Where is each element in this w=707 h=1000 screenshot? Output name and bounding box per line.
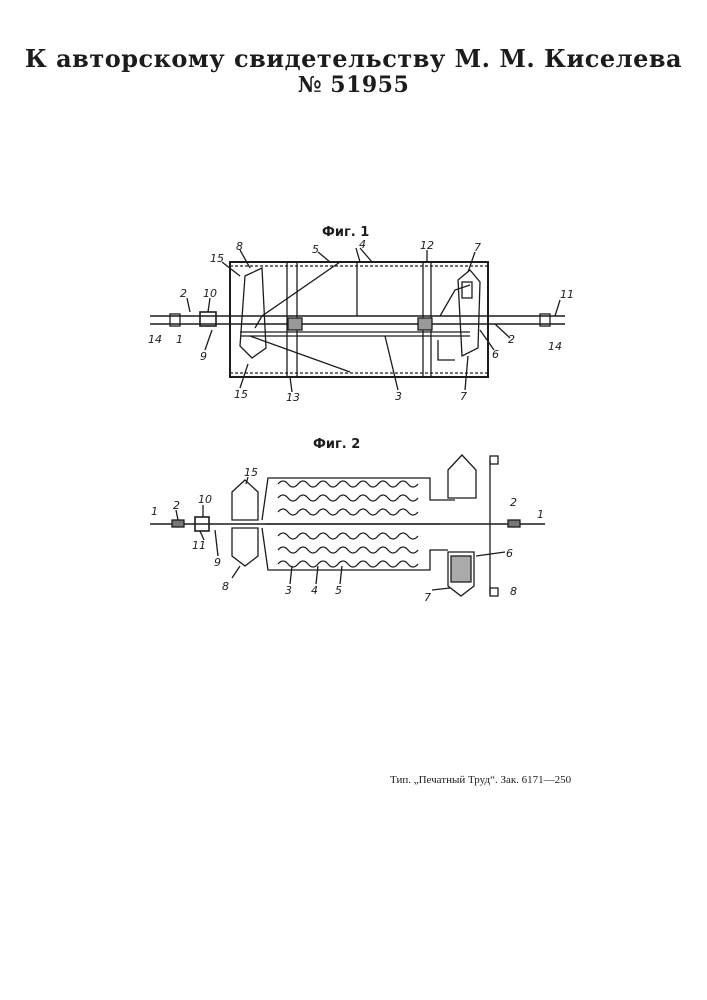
- fig2-ref: 3: [285, 584, 292, 597]
- fig2-ref: 2: [173, 499, 180, 512]
- fig1-ref: 2: [180, 287, 187, 300]
- fig2-ref: 7: [424, 591, 431, 604]
- fig2-ref: 5: [335, 584, 342, 597]
- fig2-ref: 1: [537, 508, 544, 521]
- fig2-ref: 15: [244, 466, 258, 479]
- fig1-ref: 4: [359, 238, 366, 251]
- fig2-ref: 4: [311, 584, 318, 597]
- fig2-ref: 9: [214, 556, 221, 569]
- fig1-ref: 3: [395, 390, 402, 403]
- fig2-ref: 8: [510, 585, 517, 598]
- figure-1-drawing: [150, 248, 565, 392]
- figure-2-drawing: [150, 455, 545, 596]
- fig1-ref: 14: [548, 340, 562, 353]
- fig2-ref: 10: [198, 493, 212, 506]
- fig1-ref: 6: [492, 348, 499, 361]
- fig1-ref: 1: [176, 333, 183, 346]
- fig1-ref: 7: [460, 390, 467, 403]
- fig1-ref: 5: [312, 243, 319, 256]
- fig1-ref: 15: [210, 252, 224, 265]
- fig2-ref: 8: [222, 580, 229, 593]
- fig1-ref: 10: [203, 287, 217, 300]
- fig2-ref: 2: [510, 496, 517, 509]
- fig1-ref: 12: [420, 239, 434, 252]
- fig2-ref: 1: [151, 505, 158, 518]
- fig2-ref: 11: [192, 539, 206, 552]
- printer-imprint: Тип. „Печатный Труд“. Зак. 6171—250: [390, 774, 571, 786]
- fig1-ref: 14: [148, 333, 162, 346]
- fig1-ref: 8: [236, 240, 243, 253]
- fig1-ref: 11: [560, 288, 574, 301]
- fig1-ref: 15: [234, 388, 248, 401]
- fig1-ref: 9: [200, 350, 207, 363]
- fig1-ref: 13: [286, 391, 300, 404]
- fig1-ref: 7: [474, 241, 481, 254]
- fig1-ref: 2: [508, 333, 515, 346]
- fig2-ref: 6: [506, 547, 513, 560]
